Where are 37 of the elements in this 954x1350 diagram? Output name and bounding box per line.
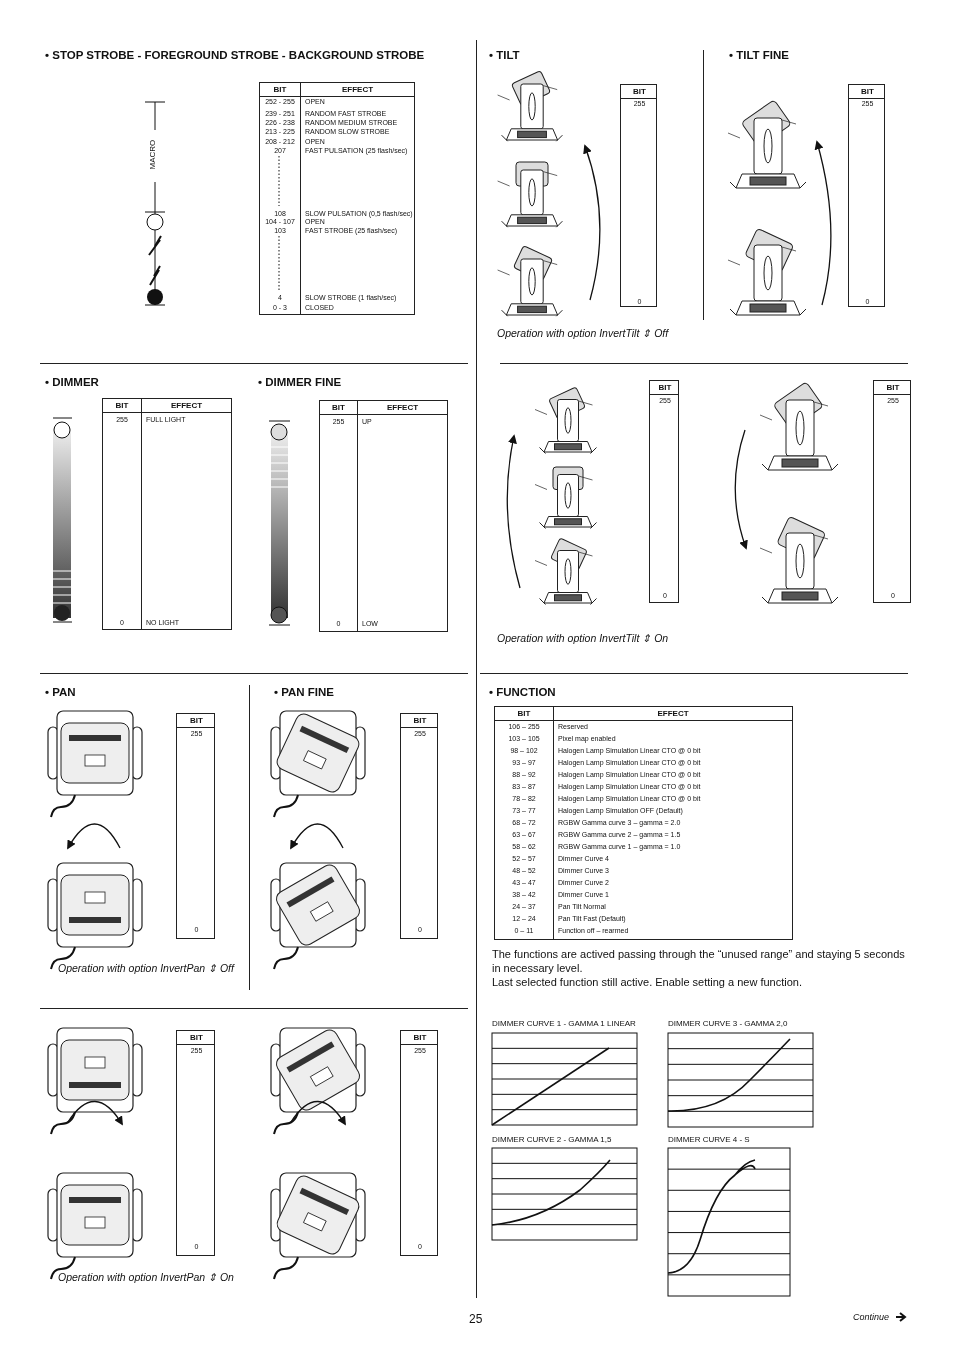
section-heading: • DIMMER FINE <box>258 376 342 390</box>
continue-text: Continue <box>853 1312 890 1323</box>
caption: Operation with option InvertPan ⇕ On <box>58 1271 234 1284</box>
section-heading: • DIMMER <box>45 376 99 390</box>
column-header: BIT <box>331 403 346 413</box>
column-header: BIT <box>860 87 875 97</box>
axis-label: MACRO <box>148 139 158 170</box>
note-text: The functions are actived passing through the “unused range” and staying 5 seconds in necessary level. <box>492 947 906 975</box>
section-heading: • TILT <box>489 49 520 63</box>
page-number: 25 <box>469 1313 483 1327</box>
column-header: EFFECT <box>340 85 375 95</box>
column-header: BIT <box>657 383 673 393</box>
section-heading: • PAN <box>45 686 76 700</box>
column-header: EFFECT <box>169 401 204 411</box>
column-header: BIT <box>272 85 288 95</box>
caption: Operation with option InvertPan ⇕ Off <box>58 962 234 975</box>
column-header: BIT <box>189 1033 204 1043</box>
column-header: BIT <box>412 1033 428 1043</box>
chart-title: DIMMER CURVE 4 - S <box>668 1135 750 1145</box>
column-header: BIT <box>885 383 901 393</box>
section-heading: • FUNCTION <box>489 686 556 700</box>
note-text: Last selected function still active. Enable setting a new function. <box>492 976 802 989</box>
caption: Operation with option InvertTilt ⇕ On <box>497 632 669 645</box>
chart-title: DIMMER CURVE 1 - GAMMA 1 LINEAR <box>492 1019 636 1029</box>
chart-title: DIMMER CURVE 2 - GAMMA 1,5 <box>492 1135 612 1145</box>
column-header: BIT <box>412 716 428 726</box>
column-header: EFFECT <box>656 709 690 719</box>
column-header: BIT <box>189 716 204 726</box>
column-header: BIT <box>516 709 532 719</box>
column-header: BIT <box>114 401 130 411</box>
column-header: BIT <box>632 87 647 97</box>
chart-title: DIMMER CURVE 3 - GAMMA 2,0 <box>668 1019 788 1029</box>
section-heading: • STOP STROBE - FOREGROUND STROBE - BACKGROUND STROBE <box>45 49 425 63</box>
column-header: EFFECT <box>385 403 420 413</box>
section-heading: • PAN FINE <box>274 686 335 700</box>
caption: Operation with option InvertTilt ⇕ Off <box>497 327 669 340</box>
section-heading: • TILT FINE <box>729 49 790 63</box>
